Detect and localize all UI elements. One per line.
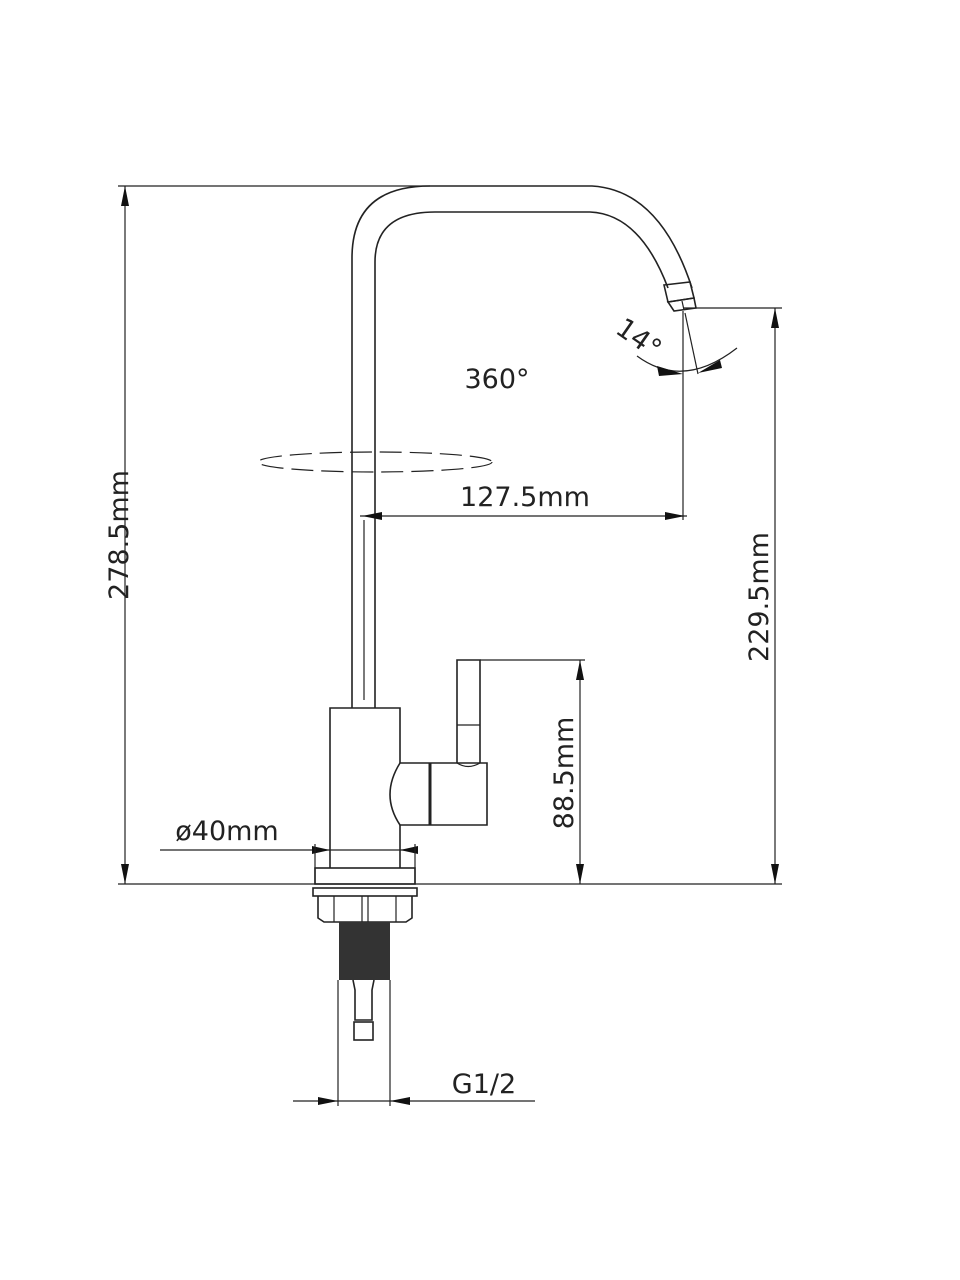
spout-angle-dimension: 14° — [610, 311, 738, 520]
handle-lever — [456, 659, 481, 768]
thread-section — [339, 922, 390, 980]
total-height-dimension: 278.5mm — [104, 186, 135, 884]
spout-reach-dimension: 127.5mm — [360, 482, 687, 520]
spout-reach-label: 127.5mm — [460, 482, 590, 513]
handle-height-label: 88.5mm — [549, 717, 580, 830]
handle-height-dimension: 88.5mm — [480, 659, 585, 884]
rotation-indicator: 360° — [257, 364, 530, 473]
spout-angle-label: 14° — [610, 312, 667, 365]
thread-label: G1/2 — [452, 1069, 516, 1100]
base-diameter-label: ø40mm — [175, 816, 278, 847]
aerator-nozzle — [663, 281, 697, 312]
mounting-assembly — [312, 867, 418, 1106]
spout-height-dimension: 229.5mm — [683, 307, 782, 884]
base-diameter-dimension: ø40mm — [160, 816, 418, 884]
spout-pipe — [351, 185, 693, 708]
total-height-label: 278.5mm — [104, 470, 135, 600]
rotation-label: 360° — [464, 364, 529, 395]
faucet-body — [329, 707, 488, 868]
thread-dimension: G1/2 — [293, 1069, 535, 1105]
spout-height-label: 229.5mm — [744, 532, 775, 662]
